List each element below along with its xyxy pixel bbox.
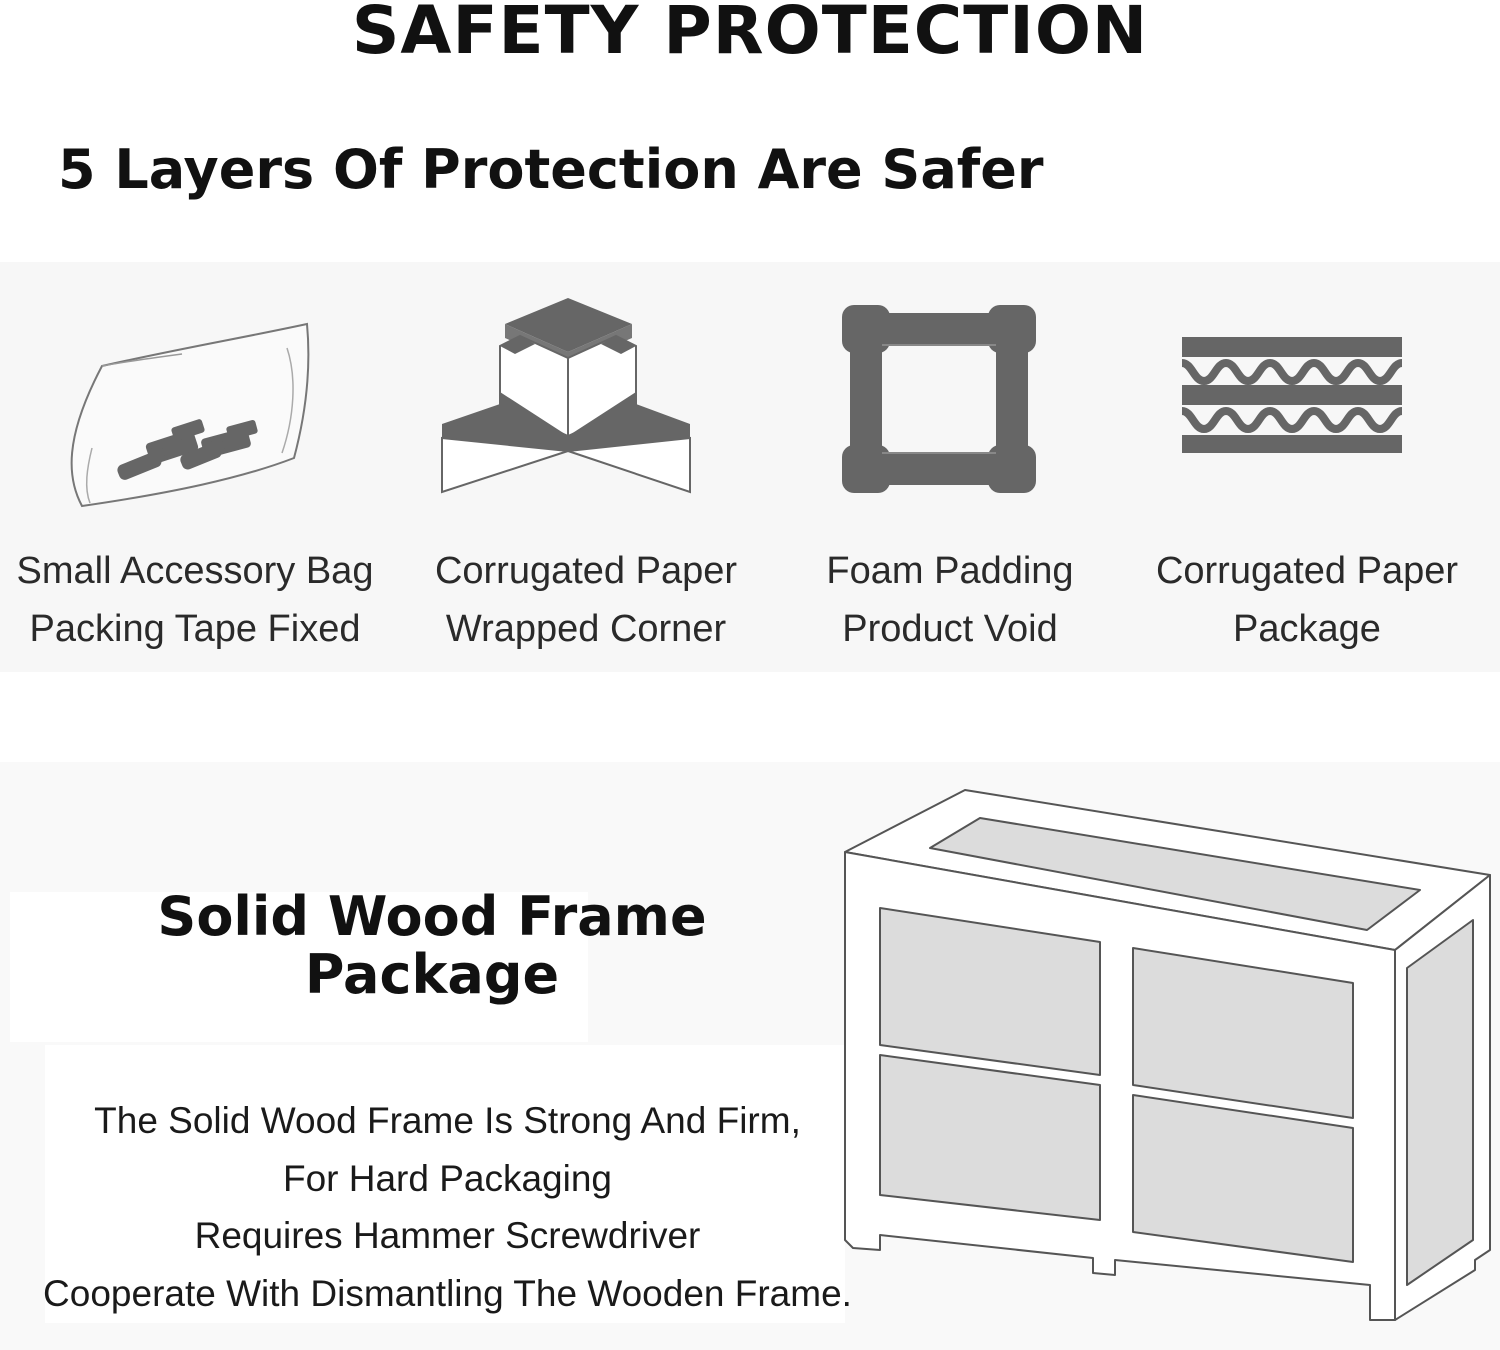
wooden-crate-icon (844, 789, 1491, 1321)
wood-frame-desc-bg (45, 1045, 845, 1323)
wood-frame-desc-line: For Hard Packaging (282, 1157, 613, 1199)
corrugated-paper-icon (1181, 337, 1403, 453)
layer-caption-3: Foam Padding Product Void (800, 542, 1100, 658)
layer-caption-4: Corrugated Paper Package (1135, 542, 1479, 658)
page-title: SAFETY PROTECTION (351, 0, 1149, 69)
layer-caption-line: Wrapped Corner (445, 608, 727, 650)
wood-frame-title-line: Solid Wood Frame (157, 885, 707, 948)
layer-caption-line: Package (1233, 608, 1381, 650)
layer-caption-line: Packing Tape Fixed (29, 608, 361, 650)
wood-frame-title-line: Package (304, 943, 560, 1006)
layer-caption-line: Corrugated Paper (1155, 550, 1459, 592)
wood-frame-desc-line: Cooperate With Dismantling The Wooden Fr… (43, 1272, 852, 1314)
layer-caption-line: Product Void (842, 608, 1058, 650)
corner-protector-icon (441, 298, 691, 494)
wood-frame-title: Solid Wood Frame Package (112, 888, 752, 1004)
foam-frame-icon (842, 305, 1036, 493)
wood-frame-desc-line: The Solid Wood Frame Is Strong And Firm, (94, 1100, 801, 1141)
wood-frame-description: The Solid Wood Frame Is Strong And Firm,… (0, 1092, 895, 1322)
page-subtitle: 5 Layers Of Protection Are Safer (58, 138, 1044, 201)
layer-caption-line: Small Accessory Bag (16, 550, 374, 592)
wood-frame-desc-line: Requires Hammer Screwdriver (194, 1215, 701, 1256)
layer-caption-2: Corrugated Paper Wrapped Corner (415, 542, 757, 658)
layer-caption-1: Small Accessory Bag Packing Tape Fixed (0, 542, 390, 658)
accessory-bag-icon (70, 322, 310, 508)
wood-frame-title-bg (10, 892, 588, 1042)
layer-caption-line: Foam Padding (826, 550, 1074, 592)
layer-caption-line: Corrugated Paper (434, 550, 738, 592)
